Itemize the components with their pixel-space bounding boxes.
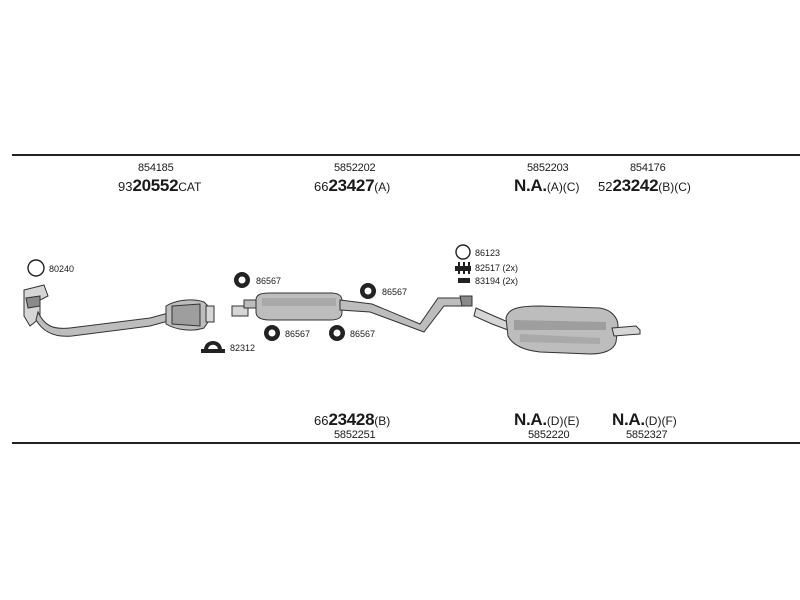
clamp-label: 82312 <box>230 343 256 353</box>
hanger-icon-1 <box>234 272 250 288</box>
rear-muffler <box>473 305 641 355</box>
footer-code-1: 6623428(B) <box>314 410 391 429</box>
header-part-number-2: 5852202 <box>334 162 376 174</box>
hanger-icon-2 <box>360 283 376 299</box>
hanger-label-3: 86567 <box>285 329 311 339</box>
footer-code-3: N.A.(D)(F) <box>612 410 677 429</box>
header-part-number-4: 854176 <box>630 162 666 174</box>
header-code-3: N.A.(A)(C) <box>514 176 580 195</box>
bolt-icon <box>455 262 471 274</box>
center-muffler <box>231 292 343 321</box>
clamp-icon <box>201 341 225 353</box>
gasket-front-label: 80240 <box>49 264 75 274</box>
front-pipe <box>23 284 173 337</box>
catalytic-converter <box>165 299 215 331</box>
bolt-rear-label: 82517 (2x) <box>475 263 519 273</box>
header-code-1: 9320552CAT <box>118 176 202 195</box>
footer-part-number-3: 5852327 <box>626 429 668 441</box>
header-code-2: 6623427(A) <box>314 176 391 195</box>
hanger-label-1: 86567 <box>256 276 282 286</box>
hanger-label-2: 86567 <box>382 287 408 297</box>
top-divider <box>12 154 800 156</box>
gasket-ring-icon <box>27 259 45 277</box>
ring-rear-label: 86123 <box>475 248 501 258</box>
header-code-4: 5223242(B)(C) <box>598 176 691 195</box>
hanger-icon-3 <box>264 325 280 341</box>
footer-part-number-1: 5852251 <box>334 429 376 441</box>
intermediate-pipe <box>339 295 473 333</box>
bottom-divider <box>12 442 800 444</box>
hanger-label-4: 86567 <box>350 329 376 339</box>
nut-icon <box>458 278 470 283</box>
footer-code-2: N.A.(D)(E) <box>514 410 580 429</box>
nut-rear-label: 83194 (2x) <box>475 276 519 286</box>
footer-part-number-2: 5852220 <box>528 429 570 441</box>
header-part-number-1: 854185 <box>138 162 174 174</box>
header-part-number-3: 5852203 <box>527 162 569 174</box>
ring-rear-icon <box>455 244 471 260</box>
hanger-icon-4 <box>329 325 345 341</box>
